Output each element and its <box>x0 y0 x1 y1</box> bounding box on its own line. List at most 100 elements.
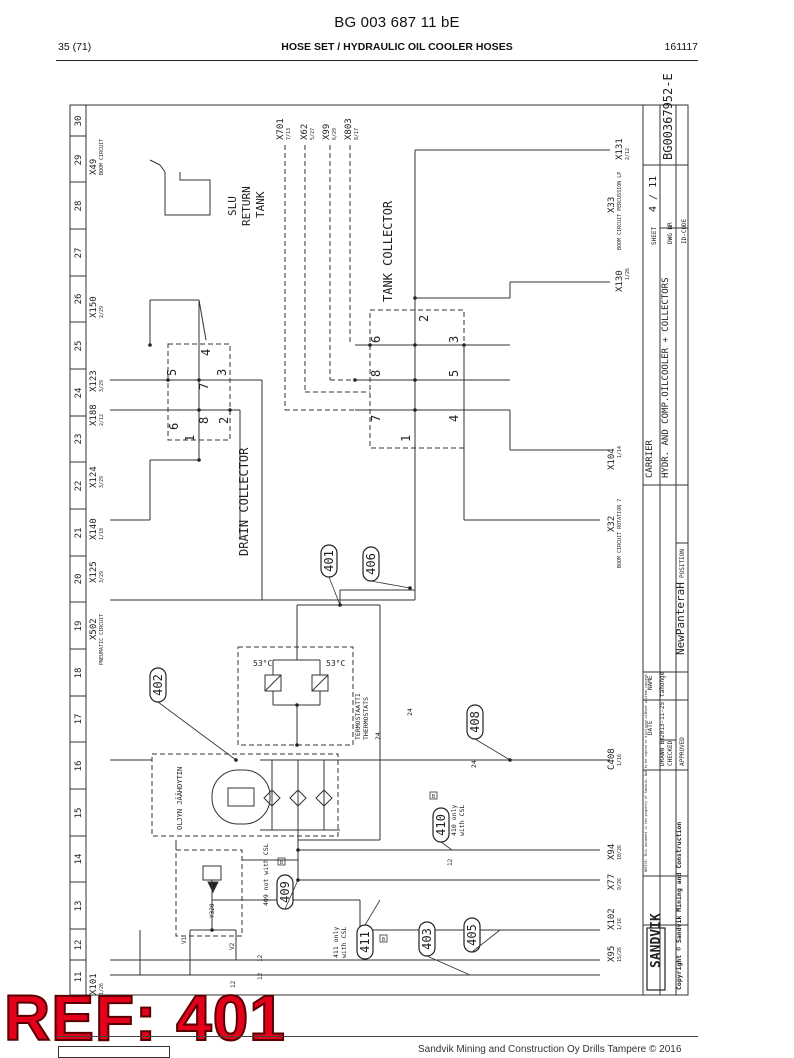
note-410-line2: with CSL <box>458 805 466 836</box>
note-411-line2: with CSL <box>340 927 348 958</box>
footer-text: Sandvik Mining and Construction Oy Drill… <box>418 1044 682 1055</box>
conn-X32: X32 <box>607 516 617 532</box>
oil-cooler-box <box>151 753 339 837</box>
conn-X104-ref: 1/14 <box>617 446 623 458</box>
b-box-410 <box>429 791 438 800</box>
valve-code: Y320 <box>209 903 216 918</box>
tank-port-3: 3 <box>447 336 461 343</box>
drawn-label: DRAWN BY <box>659 737 666 766</box>
conn-X188: X188 <box>89 404 99 426</box>
checked-label: CHECKED <box>667 740 674 766</box>
drain-port-4: 4 <box>199 349 213 356</box>
copyright: Copyright © Sandvik Mining and Construct… <box>675 822 683 990</box>
thermostat-box <box>237 646 354 746</box>
thermostat-label-fi: TERMOSTAATTI <box>354 693 362 740</box>
conn-X95: X95 <box>607 946 617 962</box>
filter-2 <box>289 789 307 807</box>
document-date: 161117 <box>664 41 698 53</box>
hose-tag-403: 403 <box>420 928 434 950</box>
approved-label: APPROVED <box>679 737 686 766</box>
header-rule <box>56 60 698 61</box>
wire-12-a: 12 <box>257 954 264 962</box>
position-label: POSITION <box>679 549 686 578</box>
grid-col-26: 26 <box>74 294 84 305</box>
grid-col-25: 25 <box>74 341 84 352</box>
valve-body <box>202 865 222 881</box>
thermostat-label-en: THERMOSTATS <box>362 697 370 740</box>
b-box-411 <box>379 934 388 943</box>
conn-X124-ref: 3/29 <box>99 476 105 488</box>
wire-12-d: 12 <box>447 858 454 866</box>
conn-X49: X49 <box>89 159 99 175</box>
drawing-frame <box>69 104 689 996</box>
project-name: NewPanteraH <box>674 582 687 655</box>
note-409: 409 not with CSL <box>262 843 270 906</box>
notice-block: NOTICE: This document is the property of… <box>644 672 648 872</box>
conn-X99: X99 <box>322 124 332 140</box>
dwg-label: DWG NR <box>667 222 674 244</box>
b-label-409: B <box>280 860 283 866</box>
conn-X101-ref: 1/26 <box>99 983 105 995</box>
drain-port-8: 8 <box>197 417 211 424</box>
b-label-411: B <box>382 937 385 943</box>
conn-X94-ref: 10/26 <box>617 845 623 860</box>
tank-port-6: 6 <box>369 336 383 343</box>
sandvik-logo-box <box>646 927 666 991</box>
temp-right-label: 53°C <box>326 659 345 668</box>
conn-X123: X123 <box>89 370 99 392</box>
slu-label-2: RETURN <box>240 186 253 226</box>
grid-col-19: 19 <box>74 621 84 632</box>
conn-X33-ref: BOOM CIRCUIT PERCUSSION LP <box>617 172 623 250</box>
conn-X125-ref: 3/29 <box>99 571 105 583</box>
title-main: HYDR. AND COMP.OILCOOLER + COLLECTORS <box>661 278 671 478</box>
grid-col-17: 17 <box>74 714 84 725</box>
tank-port-8: 8 <box>369 370 383 377</box>
hose-tag-411: 411 <box>358 931 372 953</box>
drawn-name: tahonge <box>659 671 666 697</box>
oil-cooler-fan <box>211 769 271 825</box>
junction-dots <box>148 296 512 932</box>
hose-tag-405: 405 <box>465 924 479 946</box>
grid-col-29: 29 <box>74 155 84 166</box>
conn-X62-ref: 5/27 <box>310 128 316 140</box>
page-number: 35 (71) <box>58 41 92 53</box>
valve-v2: V2 <box>229 942 236 950</box>
grid-col-16: 16 <box>74 761 84 772</box>
conn-X130-ref: 1/26 <box>625 268 631 280</box>
date-label: DATE <box>647 720 654 735</box>
conn-X124: X124 <box>89 466 99 488</box>
slu-label-1: SLU <box>226 196 239 216</box>
note-411-line1: 411 only <box>332 927 340 958</box>
conn-X102-ref: 1/16 <box>617 918 623 930</box>
tank-collector-label: TANK COLLECTOR <box>381 200 395 302</box>
conn-X77: X77 <box>607 874 617 890</box>
page-subtitle: HOSE SET / HYDRAULIC OIL COOLER HOSES <box>281 41 513 53</box>
tank-port-1: 1 <box>399 435 413 442</box>
drain-port-5: 5 <box>165 369 179 376</box>
note-410-line1: 410 only <box>450 805 458 836</box>
conn-X49-ref: BOOM CIRCUIT <box>99 139 105 175</box>
grid-col-13: 13 <box>74 901 84 912</box>
grid-col-30: 30 <box>74 116 84 127</box>
ident-label: ID-CODE <box>681 218 688 244</box>
conn-X99-ref: 6/29 <box>332 128 338 140</box>
conn-X130: X130 <box>615 270 625 292</box>
document-title: BG 003 687 11 bE <box>334 14 460 31</box>
grid-col-23: 23 <box>74 434 84 445</box>
conn-X101: X101 <box>89 973 99 995</box>
grid-col-27: 27 <box>74 248 84 259</box>
grid-col-24: 24 <box>74 388 84 399</box>
grid-col-18: 18 <box>74 668 84 679</box>
sandvik-logo: SANDVIK <box>649 913 664 968</box>
conn-X33: X33 <box>607 197 617 213</box>
conn-X140-ref: 1/18 <box>99 528 105 540</box>
tank-port-2: 2 <box>417 315 431 322</box>
grid-col-14: 14 <box>74 854 84 865</box>
grid-col-11: 11 <box>74 972 84 983</box>
sheet-label: SHEET <box>651 227 658 245</box>
drain-port-2: 2 <box>217 417 231 424</box>
drain-port-1: 1 <box>183 435 197 442</box>
hose-tag-401: 401 <box>322 550 336 572</box>
wire-24-b: 24 <box>406 708 414 716</box>
